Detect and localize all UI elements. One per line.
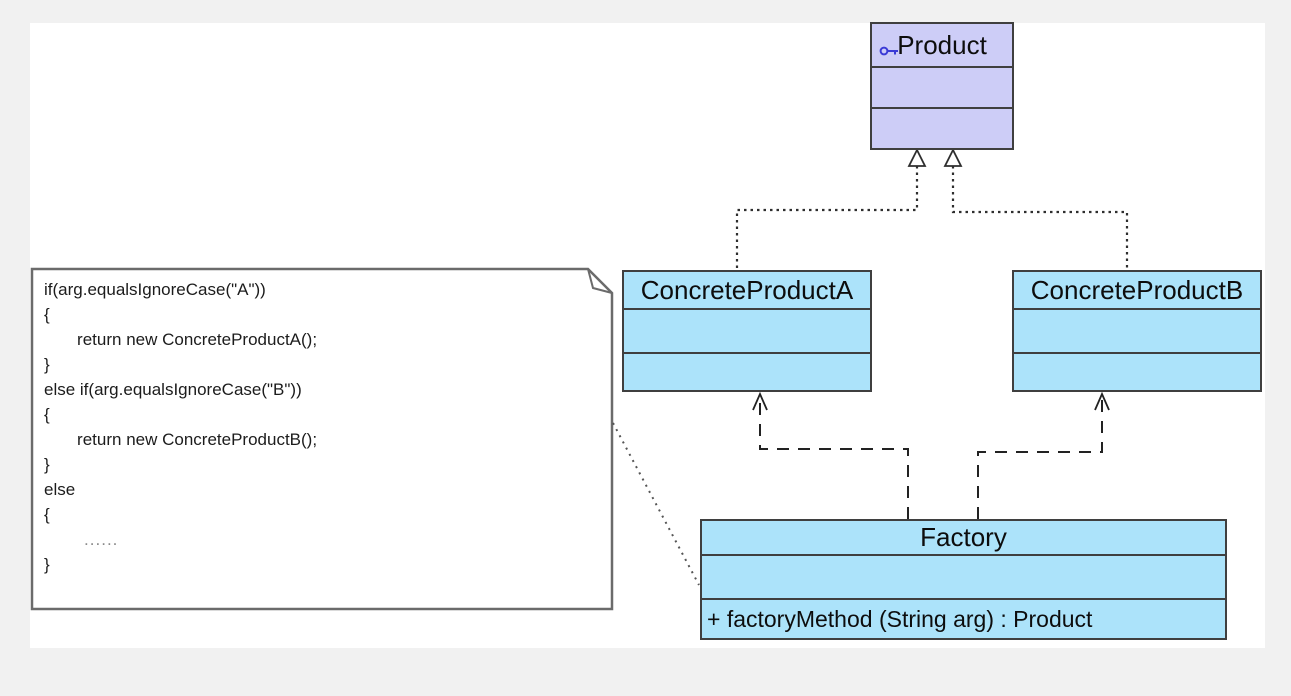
class-factory-title: Factory: [702, 521, 1225, 554]
code-line: {: [44, 405, 50, 424]
class-concrete-product-a-title: ConcreteProductA: [624, 272, 870, 308]
code-line: if(arg.equalsIgnoreCase("A")): [44, 280, 266, 299]
code-line: }: [44, 455, 50, 474]
class-product[interactable]: Product: [870, 22, 1014, 150]
class-concrete-product-b-title: ConcreteProductB: [1014, 272, 1260, 308]
class-factory-attributes: [702, 554, 1225, 598]
factory-method-signature: + factoryMethod (String arg) : Product: [707, 605, 1093, 632]
class-concrete-product-b-operations: [1014, 352, 1260, 390]
class-concrete-product-a-attributes: [624, 308, 870, 352]
class-product-attributes: [872, 66, 1012, 107]
class-name: ConcreteProductB: [1030, 274, 1244, 305]
key-icon: [879, 34, 901, 65]
class-concrete-product-b[interactable]: ConcreteProductB: [1012, 270, 1262, 392]
class-name: Product: [897, 29, 987, 60]
class-concrete-product-a-operations: [624, 352, 870, 390]
class-concrete-product-b-attributes: [1014, 308, 1260, 352]
class-factory-operations: + factoryMethod (String arg) : Product: [702, 598, 1225, 638]
code-line: else if(arg.equalsIgnoreCase("B")): [44, 380, 302, 399]
code-line: return new ConcreteProductA();: [44, 330, 318, 349]
code-note[interactable]: if(arg.equalsIgnoreCase("A")) { return n…: [44, 277, 584, 577]
code-line-ellipsis: ......: [44, 530, 119, 549]
class-name: ConcreteProductA: [640, 274, 854, 305]
code-line: else: [44, 480, 76, 499]
class-product-operations: [872, 107, 1012, 148]
code-line: {: [44, 305, 50, 324]
code-line: return new ConcreteProductB();: [44, 430, 318, 449]
class-factory[interactable]: Factory + factoryMethod (String arg) : P…: [700, 519, 1227, 640]
code-line: {: [44, 505, 50, 524]
class-concrete-product-a[interactable]: ConcreteProductA: [622, 270, 872, 392]
class-name: Factory: [920, 522, 1007, 552]
code-line: }: [44, 355, 50, 374]
code-line: }: [44, 555, 50, 574]
class-product-title: Product: [872, 24, 1012, 66]
